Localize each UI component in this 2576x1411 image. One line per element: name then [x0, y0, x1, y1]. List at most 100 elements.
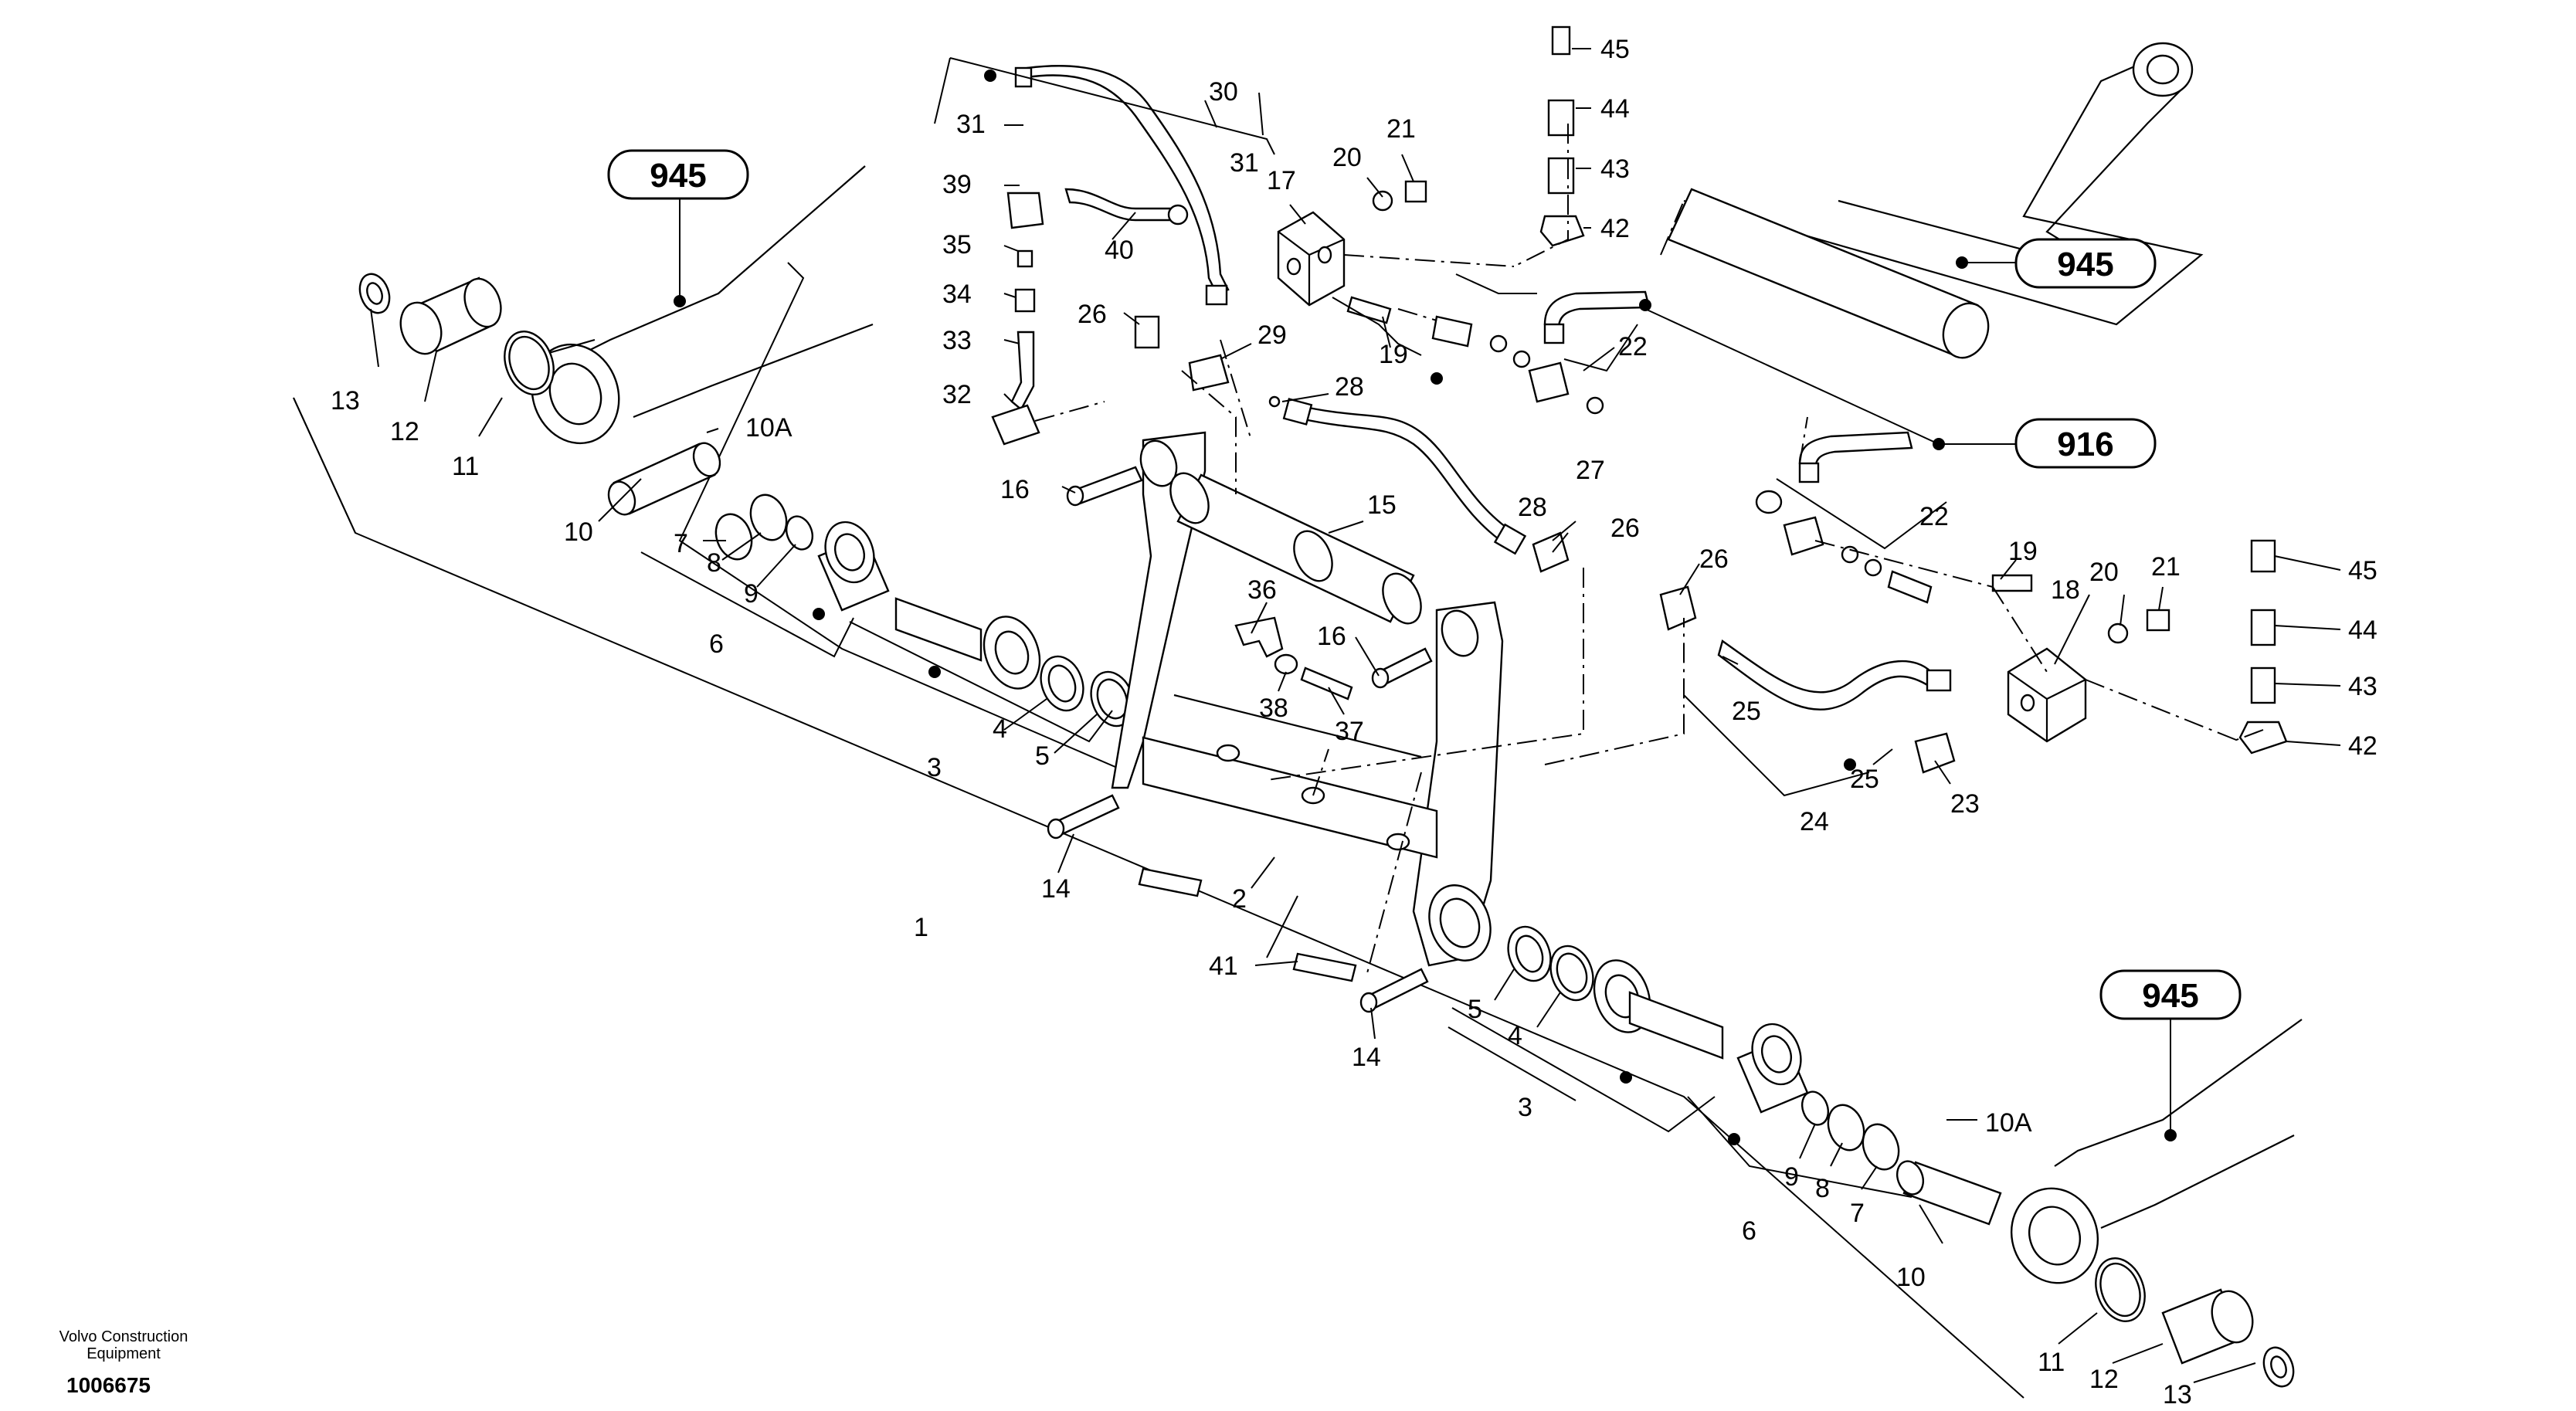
callout: 9 — [744, 579, 759, 609]
callout: 10A — [1985, 1108, 2032, 1138]
callout: 6 — [709, 629, 724, 659]
callout: 20 — [1332, 143, 1362, 172]
left-arm-drawing — [531, 165, 874, 445]
ref-box-945-top-right: 945 — [2014, 238, 2157, 289]
left-shaft-set — [894, 597, 1135, 728]
callout: 31 — [1230, 148, 1259, 178]
callout: 36 — [1247, 575, 1277, 605]
drawing-id: 1006675 — [66, 1373, 151, 1397]
callout: 8 — [707, 548, 721, 578]
callout: 20 — [2089, 558, 2119, 587]
callout: 28 — [1335, 372, 1364, 402]
callout: 18 — [2051, 575, 2080, 605]
callout: 33 — [942, 326, 972, 355]
callout: 13 — [331, 386, 360, 415]
callout: 40 — [1105, 236, 1134, 265]
callout: 31 — [956, 110, 986, 139]
callout: 44 — [2348, 616, 2377, 645]
callout: 14 — [1041, 874, 1071, 904]
callout: 34 — [942, 280, 972, 309]
callout: 19 — [1379, 340, 1408, 369]
callout: 44 — [1600, 94, 1630, 124]
assembly-outline — [293, 262, 2024, 1399]
callout: 8 — [1815, 1174, 1830, 1203]
callout: 37 — [1335, 717, 1364, 746]
right-pin-set — [1736, 1023, 2002, 1226]
reference-dots — [674, 70, 2177, 1145]
fitting-stack-top — [1539, 25, 1585, 247]
callout: 25 — [1732, 697, 1761, 726]
callout: 3 — [1518, 1093, 1532, 1122]
callout: 5 — [1035, 741, 1050, 771]
callout: 32 — [942, 380, 972, 409]
callout: 17 — [1267, 166, 1296, 195]
callout-labels: 45 44 43 42 30 31 31 21 20 17 39 35 34 3… — [331, 35, 2377, 1409]
callout: 14 — [1352, 1043, 1381, 1072]
callout: 29 — [1257, 321, 1287, 350]
svg-text:945: 945 — [2057, 246, 2113, 283]
callout: 16 — [1000, 475, 1030, 504]
fitting-stack-right — [2238, 539, 2288, 755]
callout: 45 — [2348, 556, 2377, 585]
callout: 19 — [2008, 537, 2038, 566]
callout: 4 — [1508, 1021, 1522, 1050]
alignment-lines — [1034, 124, 2264, 974]
leader-lines — [370, 48, 2341, 1383]
ref-box-945-bottom-right: 945 — [2099, 969, 2242, 1020]
callout: 5 — [1468, 995, 1482, 1024]
callout: 21 — [1386, 114, 1416, 144]
callout: 28 — [1518, 493, 1547, 522]
callout: 27 — [1576, 456, 1605, 485]
left-bushing-set — [358, 273, 555, 395]
brand-label: Volvo Construction Equipment — [59, 1328, 188, 1362]
svg-text:945: 945 — [650, 157, 706, 195]
callout: 11 — [2038, 1348, 2065, 1377]
callout: 12 — [390, 417, 419, 446]
tee-fittings-center — [1134, 315, 1570, 573]
callout: 7 — [1850, 1199, 1865, 1228]
callout: 30 — [1209, 77, 1238, 107]
callout: 43 — [1600, 154, 1630, 184]
callout: 26 — [1610, 514, 1640, 543]
fittings-upper-middle — [1346, 180, 1604, 415]
callout: 15 — [1367, 490, 1397, 520]
callout: 42 — [2348, 731, 2377, 761]
callout: 39 — [942, 170, 972, 199]
right-arm-drawing — [1667, 42, 2204, 359]
hose-24 — [1717, 639, 1952, 711]
svg-text:945: 945 — [2142, 977, 2198, 1015]
callout: 35 — [942, 230, 972, 259]
bolt-16-lower — [1274, 647, 1433, 700]
callout: 3 — [927, 753, 942, 782]
callout: 21 — [2151, 552, 2181, 582]
callout: 23 — [1950, 789, 1980, 819]
ref-box-916: 916 — [2014, 418, 2157, 469]
bolt-16-upper — [1066, 466, 1143, 507]
callout: 26 — [1699, 544, 1729, 574]
valve-block-17 — [1277, 211, 1346, 307]
callout: 9 — [1784, 1162, 1799, 1192]
right-bushing-set — [2095, 1257, 2295, 1388]
callout: 6 — [1742, 1216, 1756, 1246]
callout: 13 — [2163, 1380, 2192, 1409]
bracket-36 — [1234, 616, 1284, 658]
callout: 10 — [1896, 1263, 1926, 1292]
callout: 24 — [1800, 807, 1829, 836]
callout: 22 — [1618, 332, 1648, 361]
cylinder-15 — [1169, 472, 1422, 625]
callout: 1 — [914, 913, 928, 942]
callout: 10A — [745, 413, 792, 443]
callout: 42 — [1600, 214, 1630, 243]
callout: 26 — [1078, 300, 1107, 329]
right-shaft-set — [1507, 925, 1724, 1060]
callout: 38 — [1259, 694, 1288, 723]
valve-block-18 — [2007, 647, 2087, 743]
callout: 11 — [452, 452, 479, 481]
callout: 7 — [674, 529, 688, 558]
callout: 16 — [1317, 622, 1346, 651]
callout: 41 — [1209, 951, 1238, 981]
ref-box-945-top-left: 945 — [607, 149, 749, 200]
callout: 4 — [993, 714, 1007, 744]
callout: 2 — [1232, 884, 1247, 914]
